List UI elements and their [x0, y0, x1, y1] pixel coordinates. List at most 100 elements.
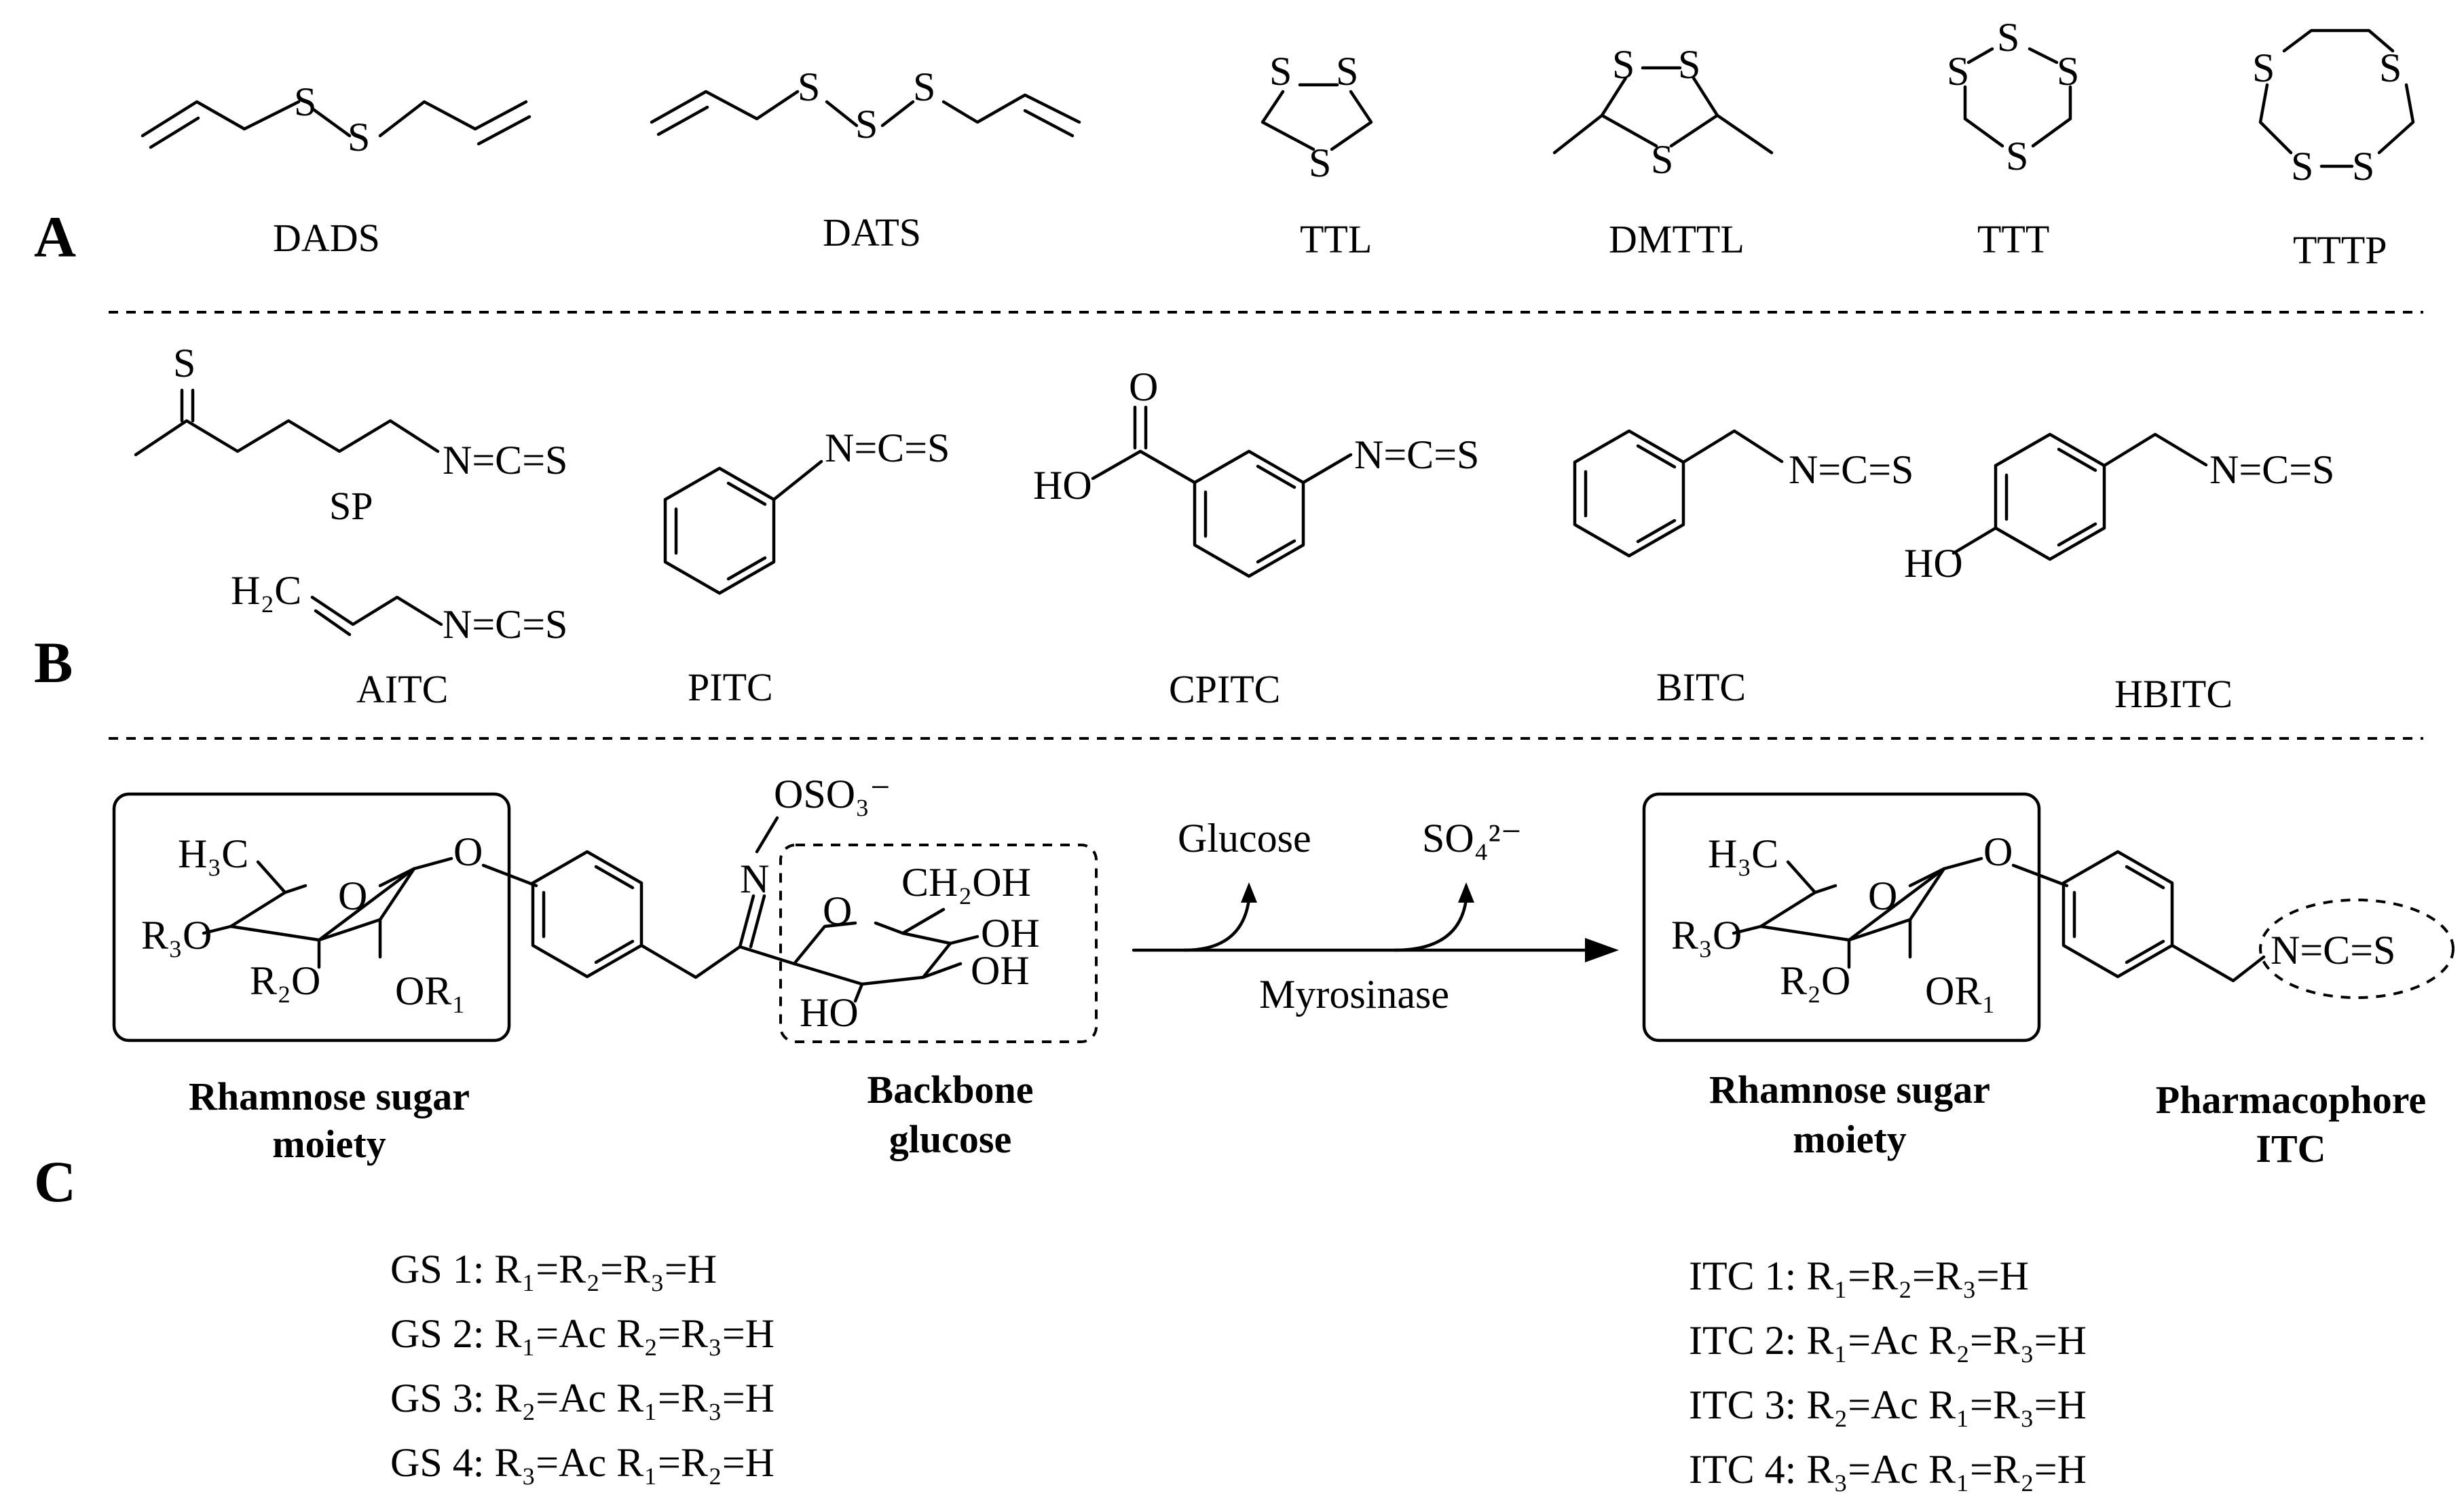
svg-text:S: S — [1678, 42, 1700, 87]
rhamnose-box-right — [1642, 792, 2041, 1042]
svg-text:S: S — [2006, 134, 2028, 178]
svg-text:N=C=S: N=C=S — [825, 426, 950, 470]
bitc-structure: N=C=S BITC — [1573, 429, 1914, 709]
svg-text:S: S — [913, 64, 935, 109]
svg-text:S: S — [2291, 144, 2313, 189]
reaction-arrow: Glucose SO₄²⁻ Myrosinase — [1132, 816, 1619, 1017]
gs-item: GS 2: R₁=Ac R₂=R₃=H — [390, 1311, 774, 1356]
pitc-structure: N=C=S PITC — [663, 426, 950, 709]
gs-item: GS 1: R₁=R₂=R₃=H — [390, 1247, 717, 1292]
itc-item: ITC 2: R₁=Ac R₂=R₃=H — [1689, 1318, 2087, 1363]
panel-a: A S S DADS S S S DATS — [34, 15, 2415, 272]
svg-text:S: S — [1947, 49, 1969, 94]
svg-text:S: S — [2352, 144, 2374, 189]
compound-name-dads: DADS — [273, 216, 380, 260]
panel-b-label: B — [34, 630, 73, 695]
svg-text:R₂O: R₂O — [250, 958, 320, 1003]
panel-b: B S N=C=S SP H₂C N=C=S AITC N=C=S PITC — [34, 341, 2334, 716]
byproduct-sulfate: SO₄²⁻ — [1422, 816, 1522, 861]
compound-name-dats: DATS — [823, 210, 921, 255]
label-rhamnose-left-1: Rhamnose sugar — [189, 1074, 470, 1118]
svg-text:OR₁: OR₁ — [395, 968, 466, 1013]
compound-name-bitc: BITC — [1656, 665, 1746, 709]
glucosinolate-structure: H₃C O O R₃O R₂O OR₁ N OSO₃⁻ O CH₂O — [112, 772, 1098, 1043]
ttl-structure: S S S TTL — [1261, 49, 1373, 261]
svg-text:O: O — [1983, 829, 2013, 874]
panel-c: C H₃C O O R₃O R₂O OR₁ N — [34, 772, 2454, 1492]
compound-name-pitc: PITC — [688, 665, 773, 709]
svg-text:N=C=S: N=C=S — [1354, 432, 1479, 477]
label-pharmacophore-1: Pharmacophore — [2156, 1078, 2426, 1122]
itc-item: ITC 4: R₃=Ac R₁=R₂=H — [1689, 1447, 2087, 1492]
svg-text:N=C=S: N=C=S — [2209, 447, 2334, 492]
compound-name-ttl: TTL — [1300, 217, 1372, 261]
panel-c-label: C — [34, 1149, 76, 1214]
svg-text:N: N — [740, 856, 769, 901]
label-backbone-1: Backbone — [867, 1068, 1034, 1112]
pharmacophore-ellipse — [2259, 899, 2454, 999]
compound-name-tttp: TTTP — [2293, 228, 2387, 272]
label-rhamnose-right-2: moiety — [1793, 1117, 1907, 1161]
svg-text:OH: OH — [981, 911, 1040, 956]
svg-text:S: S — [2379, 45, 2402, 90]
svg-text:S: S — [1336, 49, 1358, 94]
svg-text:S: S — [855, 102, 878, 147]
svg-text:HO: HO — [800, 990, 859, 1035]
aitc-structure: H₂C N=C=S AITC — [231, 568, 567, 711]
rhamnose-box-left — [112, 792, 511, 1042]
compound-name-sp: SP — [329, 484, 373, 528]
arrow-head — [1585, 938, 1619, 962]
svg-text:S: S — [1612, 42, 1635, 87]
svg-text:OR₁: OR₁ — [1925, 968, 1996, 1013]
sp-structure: S N=C=S SP — [134, 341, 567, 528]
compound-name-dmttl: DMTTL — [1609, 217, 1744, 261]
itc-structure: H₃C O O R₃O R₂O OR₁ N=C=S — [1642, 792, 2454, 1042]
backbone-glucose-box — [779, 844, 1098, 1043]
gs-item: GS 3: R₂=Ac R₁=R₃=H — [390, 1376, 774, 1420]
svg-text:N=C=S: N=C=S — [443, 438, 567, 483]
itc-list: ITC 1: R₁=R₂=R₃=H ITC 2: R₁=Ac R₂=R₃=H I… — [1689, 1254, 2087, 1492]
svg-text:R₃O: R₃O — [1671, 913, 1742, 958]
tttp-structure: S S S S TTTP — [2252, 29, 2415, 272]
compound-name-ttt: TTT — [1977, 217, 2049, 261]
gs-list: GS 1: R₁=R₂=R₃=H GS 2: R₁=Ac R₂=R₃=H GS … — [390, 1247, 774, 1485]
svg-text:HO: HO — [1033, 463, 1092, 508]
label-rhamnose-right-1: Rhamnose sugar — [1709, 1068, 1990, 1112]
compound-name-cpitc: CPITC — [1169, 667, 1280, 711]
svg-text:O: O — [1868, 873, 1897, 918]
dats-structure: S S S DATS — [650, 64, 1081, 255]
svg-text:O: O — [1129, 364, 1158, 409]
svg-text:S: S — [2057, 49, 2079, 94]
enzyme-label: Myrosinase — [1259, 972, 1449, 1017]
svg-text:S: S — [1309, 140, 1331, 185]
svg-text:N=C=S: N=C=S — [443, 602, 567, 647]
hbitc-structure: N=C=S HO HBITC — [1904, 432, 2334, 716]
svg-text:CH₂OH: CH₂OH — [901, 860, 1031, 905]
svg-text:OH: OH — [971, 948, 1030, 993]
svg-text:S: S — [173, 341, 195, 385]
ttt-structure: S S S S TTT — [1947, 15, 2079, 261]
svg-text:OSO₃⁻: OSO₃⁻ — [774, 772, 891, 816]
svg-text:N=C=S: N=C=S — [2271, 928, 2395, 973]
svg-text:S: S — [2252, 45, 2275, 90]
svg-text:H₃C: H₃C — [178, 831, 248, 876]
svg-text:S: S — [348, 115, 370, 159]
compound-name-aitc: AITC — [356, 667, 448, 711]
svg-text:O: O — [823, 888, 852, 933]
label-pharmacophore-2: ITC — [2256, 1127, 2326, 1171]
svg-text:O: O — [453, 829, 483, 874]
svg-text:S: S — [1997, 15, 2019, 60]
itc-item: ITC 3: R₂=Ac R₁=R₃=H — [1689, 1382, 2087, 1427]
svg-text:S: S — [1651, 137, 1673, 182]
svg-text:N=C=S: N=C=S — [1789, 447, 1914, 492]
dads-structure: S S DADS — [141, 79, 531, 260]
svg-text:HO: HO — [1904, 541, 1963, 586]
svg-text:H₃C: H₃C — [1708, 831, 1778, 876]
svg-text:S: S — [1269, 49, 1292, 94]
itc-item: ITC 1: R₁=R₂=R₃=H — [1689, 1254, 2029, 1298]
gs-item: GS 4: R₃=Ac R₁=R₂=H — [390, 1440, 774, 1485]
label-rhamnose-left-2: moiety — [272, 1122, 386, 1166]
svg-text:R₃O: R₃O — [141, 913, 212, 958]
label-backbone-2: glucose — [889, 1117, 1011, 1161]
